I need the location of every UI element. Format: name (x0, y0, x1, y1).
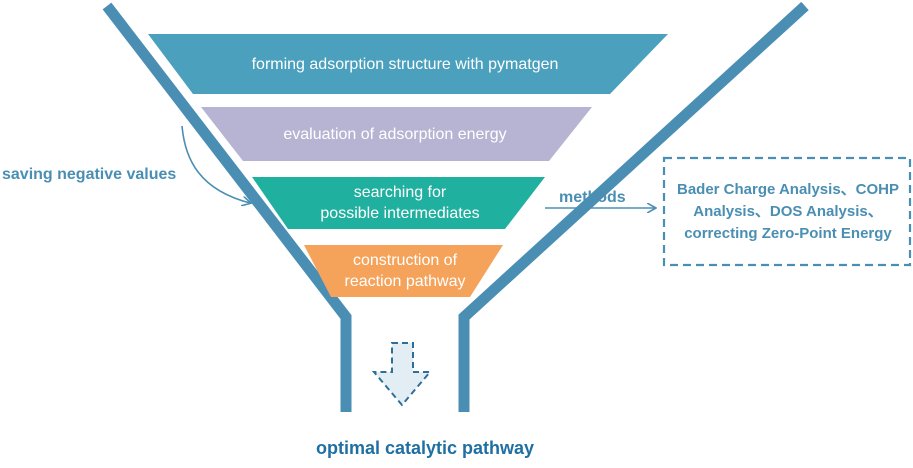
saving-negative-label: saving negative values (2, 166, 177, 183)
methods-box-text: Bader Charge Analysis、COHP Analysis、DOS … (676, 181, 899, 242)
stage-1-label: forming adsorption structure with pymatg… (251, 55, 559, 73)
stage-2-band (201, 107, 592, 161)
stage-4-label: construction of reaction pathway (344, 252, 466, 290)
stage-2-label: evaluation of adsorption energy (283, 125, 507, 143)
output-arrow-icon (371, 342, 433, 407)
methods-label: methods (559, 189, 626, 206)
stage-1-band (148, 34, 668, 94)
methods-box (662, 156, 912, 267)
saving-arrow (181, 125, 250, 203)
optimal-pathway-label: optimal catalytic pathway (315, 438, 535, 458)
funnel-right-wall (458, 1, 809, 412)
stage-4-band (304, 245, 503, 297)
stage-3-label: searching for possible intermediates (320, 184, 480, 222)
funnel-left-wall (102, 2, 352, 412)
stage-3-band (252, 177, 545, 229)
